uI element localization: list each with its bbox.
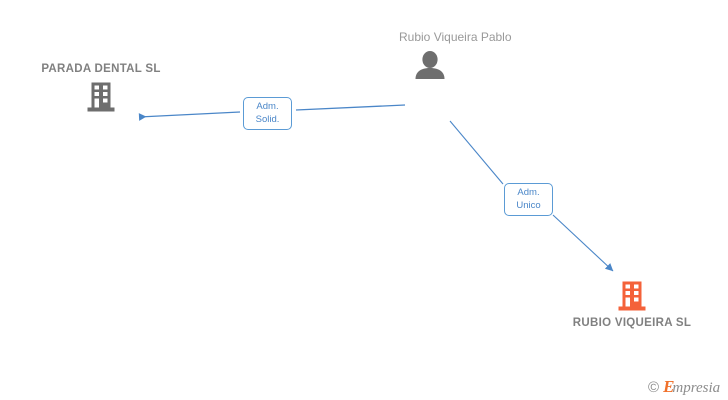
building-icon — [618, 281, 646, 311]
edge-adm-solid-line — [138, 104, 406, 121]
node-parada-dental-sl[interactable]: PARADA DENTAL SL — [41, 63, 160, 112]
copyright-icon: © — [648, 378, 660, 396]
node-rubio-viqueira-sl[interactable]: RUBIO VIQUEIRA SL — [573, 281, 691, 330]
watermark-brand-initial: E — [663, 377, 675, 396]
node-label-rubio-viqueira-sl: RUBIO VIQUEIRA SL — [572, 317, 692, 329]
relation-label-adm-unico[interactable]: Adm. Unico — [504, 183, 553, 216]
relation-label-adm-solid-line2: Solid. — [255, 113, 280, 125]
edge-adm-unico-line — [449, 120, 614, 272]
watermark-brand-rest: mpresia — [672, 380, 721, 396]
relation-label-adm-solid-line1: Adm. — [256, 101, 279, 112]
building-icon — [87, 82, 115, 112]
watermark-empresia: © E mpresia — [648, 378, 720, 396]
relation-label-adm-unico-line2: Unico — [516, 199, 541, 211]
person-icon — [413, 51, 447, 79]
relation-label-adm-solid[interactable]: Adm. Solid. — [243, 97, 292, 130]
node-label-rubio-viqueira-pablo: Rubio Viqueira Pablo — [399, 30, 512, 44]
relation-label-adm-unico-line1: Adm. — [517, 187, 540, 198]
node-label-parada-dental-sl: PARADA DENTAL SL — [41, 63, 161, 75]
node-rubio-viqueira-pablo[interactable]: Rubio Viqueira Pablo — [380, 30, 512, 79]
